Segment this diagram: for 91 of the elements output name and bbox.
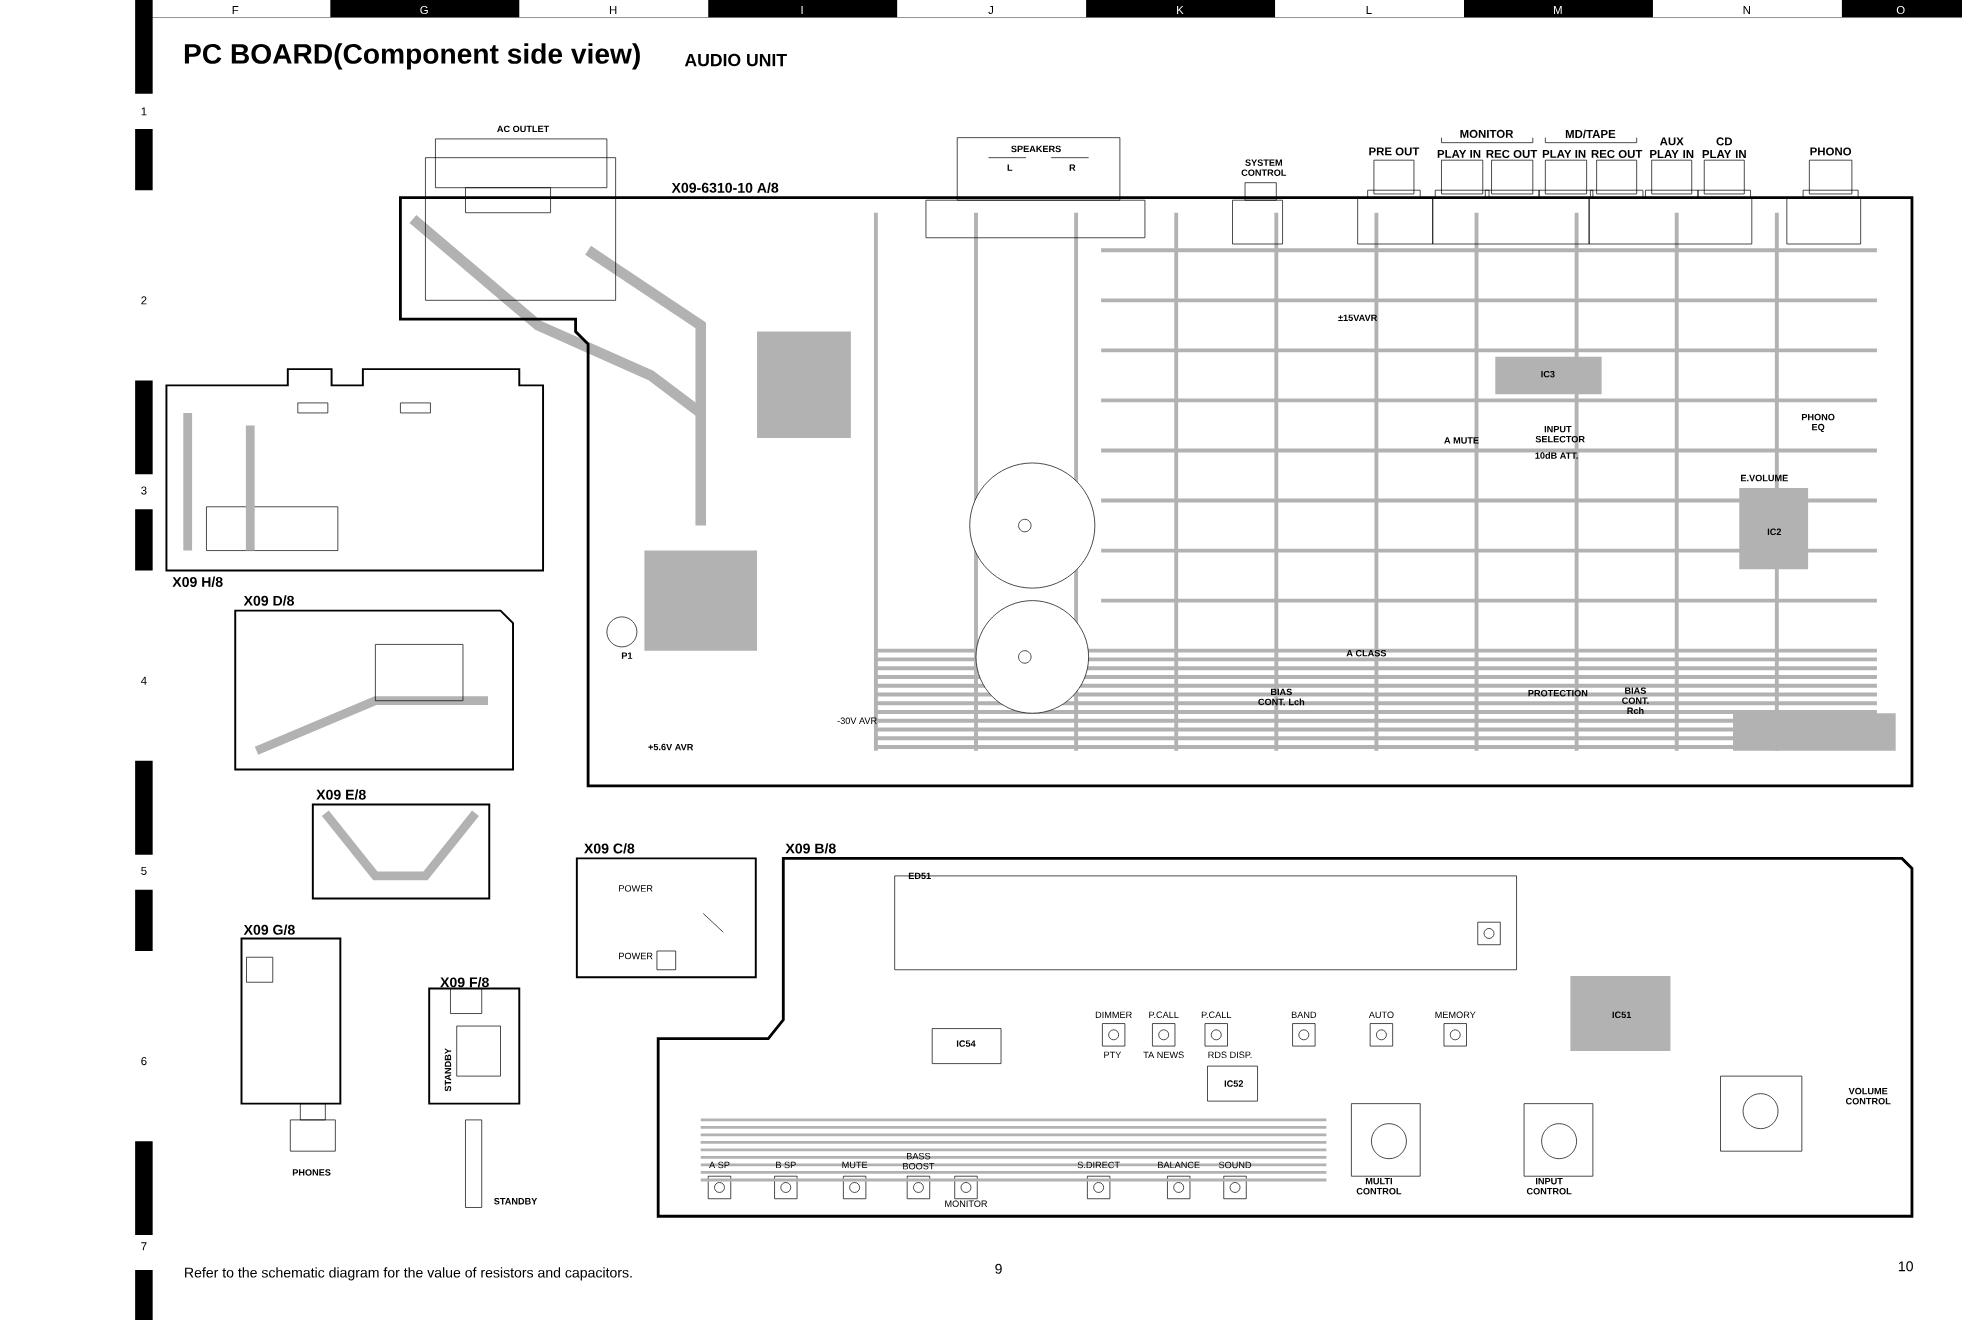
jack-label: MONITOR xyxy=(1460,129,1514,138)
part-label: SPEAKERS xyxy=(1011,145,1061,153)
grid-number: 5 xyxy=(141,866,147,875)
page-number: 10 xyxy=(1898,1261,1913,1272)
jack-label: MD/TAPE xyxy=(1565,129,1616,139)
button-label: SOUND xyxy=(1218,1161,1252,1169)
part-label: +5.6V AVR xyxy=(648,743,694,751)
grid-letter: H xyxy=(609,6,617,14)
part-label: VOLUME CONTROL xyxy=(1845,1087,1891,1105)
circuit-board: X09 G/8 xyxy=(240,924,342,1105)
part-label: IC3 xyxy=(1541,370,1555,378)
page-number: 9 xyxy=(995,1263,1002,1274)
part-label: E.VOLUME xyxy=(1741,474,1788,482)
part-label: ±15VAVR xyxy=(1338,314,1378,321)
button-label: MONITOR xyxy=(945,1200,988,1207)
node-label: X09-6310-10 A/8 xyxy=(671,182,779,193)
part-label: PHONES xyxy=(292,1169,331,1176)
button-label: A SP xyxy=(709,1161,730,1169)
grid-number: 6 xyxy=(141,1057,147,1066)
jack-label: PLAY IN xyxy=(1542,149,1586,158)
part-label: POWER xyxy=(619,885,653,892)
jack-label: PRE OUT xyxy=(1369,147,1420,156)
node-label: X09 E/8 xyxy=(316,789,366,800)
button-label: MUTE xyxy=(842,1161,868,1169)
title: PC BOARD(Component side view) xyxy=(184,43,640,70)
grid-letter: M xyxy=(1554,6,1562,14)
button-label: B SP xyxy=(776,1161,796,1169)
part-label: IC51 xyxy=(1612,1011,1632,1018)
part-label: 10dB ATT. xyxy=(1535,452,1578,459)
button-label: P.CALL xyxy=(1149,1011,1179,1018)
grid-letter: J xyxy=(988,6,993,14)
part-label: A CLASS xyxy=(1346,649,1387,657)
part-label: ED51 xyxy=(908,872,931,880)
node-label: X09 G/8 xyxy=(243,924,295,935)
button-label: PTY xyxy=(1104,1051,1122,1058)
grid-letter: F xyxy=(232,6,239,14)
part-label: PHONO EQ xyxy=(1801,413,1835,432)
part-label: BIAS CONT. Lch xyxy=(1258,688,1305,706)
button-label: MEMORY xyxy=(1435,1011,1476,1018)
grid-number: 2 xyxy=(141,296,147,305)
part-label: IC2 xyxy=(1767,528,1782,535)
part-label: L xyxy=(1007,164,1013,171)
part-label: INPUT CONTROL xyxy=(1526,1177,1572,1195)
circuit-board: X09 E/8 xyxy=(311,789,491,900)
part-label: R xyxy=(1069,164,1076,171)
part-label: INPUT SELECTOR xyxy=(1535,425,1585,443)
jack-label: PLAY IN xyxy=(1437,149,1481,158)
button-label: P.CALL xyxy=(1201,1011,1232,1018)
part-label: P1 xyxy=(621,652,633,659)
grid-letter: N xyxy=(1743,6,1750,14)
button-label: RDS DISP. xyxy=(1208,1051,1252,1059)
part-label: MULTI CONTROL xyxy=(1356,1177,1402,1195)
part-label: -30V AVR xyxy=(837,717,877,724)
part-label: POWER xyxy=(619,952,653,960)
jack-label: PHONO xyxy=(1810,147,1852,156)
grid-letter: O xyxy=(1896,5,1905,14)
button-label: S.DIRECT xyxy=(1077,1161,1120,1169)
grid-letter: G xyxy=(420,5,428,14)
jack-label: AUX PLAY IN xyxy=(1650,137,1694,158)
grid-letter: L xyxy=(1366,6,1372,14)
grid-letter: K xyxy=(1177,6,1184,14)
grid-number: 7 xyxy=(141,1242,147,1251)
part-label: STANDBY xyxy=(444,1048,452,1092)
part-label: STANDBY xyxy=(494,1197,538,1205)
node-label: X09 H/8 xyxy=(172,576,223,588)
button-label: BALANCE xyxy=(1158,1161,1200,1169)
jack-label: CD PLAY IN xyxy=(1702,137,1746,158)
button-label: BASS BOOST xyxy=(903,1152,935,1170)
node-label: X09 C/8 xyxy=(584,843,635,854)
part-label: BIAS CONT. Rch xyxy=(1622,687,1649,714)
part-label: IC54 xyxy=(956,1040,976,1047)
subtitle: AUDIO UNIT xyxy=(684,53,787,67)
part-label: SYSTEM CONTROL xyxy=(1241,159,1287,176)
jack-label: REC OUT xyxy=(1591,149,1643,158)
node-label: X09 F/8 xyxy=(440,976,489,988)
node-label: X09 D/8 xyxy=(243,595,295,606)
note: Refer to the schematic diagram for the value of resistors and capacitors. xyxy=(185,1267,632,1281)
part-label: IC52 xyxy=(1224,1080,1244,1087)
grid-number: 1 xyxy=(141,107,147,116)
part-label: PROTECTION xyxy=(1528,689,1588,697)
button-label: AUTO xyxy=(1368,1011,1394,1018)
part-label: A MUTE xyxy=(1444,437,1479,444)
node-label: X09 B/8 xyxy=(785,843,836,854)
grid-number: 3 xyxy=(141,486,147,495)
jack-label: REC OUT xyxy=(1486,149,1538,158)
button-label: TA NEWS xyxy=(1143,1051,1184,1059)
grid-letter: I xyxy=(801,6,803,14)
button-label: DIMMER xyxy=(1095,1011,1132,1018)
part-label: AC OUTLET xyxy=(497,125,550,133)
grid-number: 4 xyxy=(141,676,147,685)
button-label: BAND xyxy=(1291,1011,1317,1018)
